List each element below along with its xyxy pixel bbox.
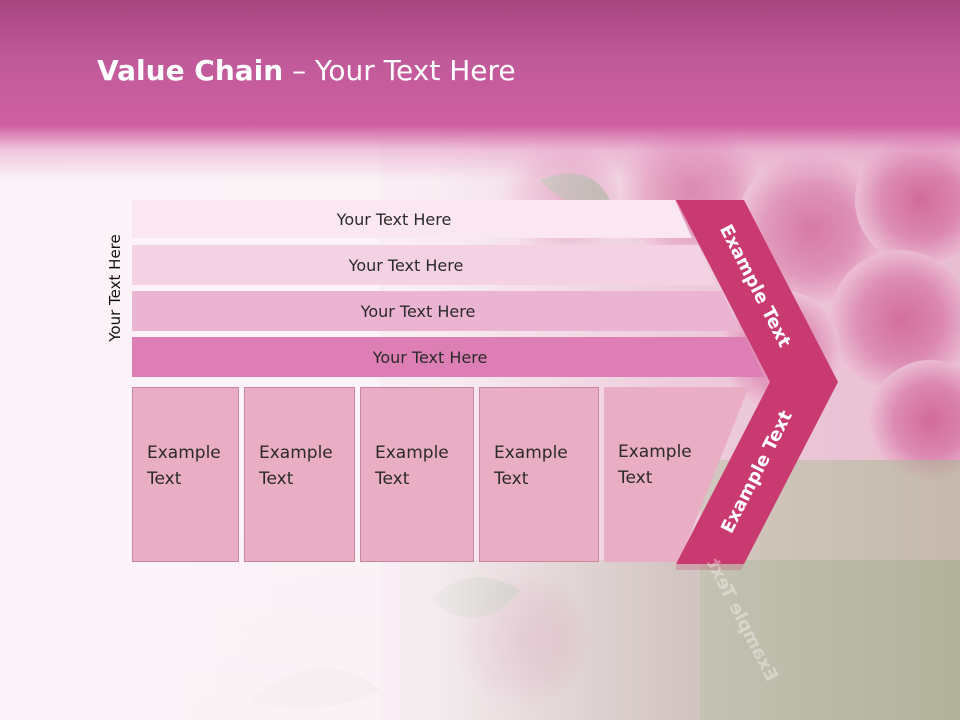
support-row-4[interactable]: Your Text Here — [132, 337, 764, 377]
margin-chevron[interactable] — [676, 200, 846, 570]
row-label: Your Text Here — [348, 255, 464, 275]
page-title[interactable]: Value Chain – Your Text Here — [97, 54, 516, 87]
row-label: Your Text Here — [360, 301, 476, 321]
title-rest: – Your Text Here — [283, 54, 516, 87]
support-row-2[interactable]: Your Text Here — [132, 245, 716, 285]
support-row-3[interactable]: Your Text Here — [132, 291, 740, 331]
support-row-1[interactable]: Your Text Here — [132, 200, 692, 238]
row-label: Your Text Here — [372, 347, 488, 367]
title-band — [0, 0, 960, 180]
row-label: Your Text Here — [336, 209, 452, 229]
title-bold: Value Chain — [97, 54, 284, 87]
